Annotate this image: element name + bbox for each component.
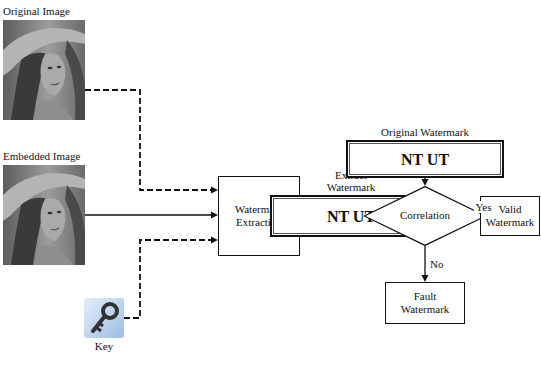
node-label: Valid Watermark: [486, 203, 535, 229]
edge-label: No: [429, 258, 444, 270]
arrow-head: [211, 187, 218, 194]
arrow-head: [422, 179, 429, 186]
key-icon: [84, 298, 124, 338]
image-node: Embedded Image: [3, 165, 85, 265]
connector: [124, 237, 218, 319]
connector-line: [85, 90, 212, 190]
node-label: Fault Watermark: [391, 290, 459, 316]
connector: [85, 90, 218, 194]
connector-line: [124, 240, 212, 318]
connector: [422, 246, 429, 282]
node-heading: Embedded Image: [3, 150, 80, 163]
node-label: Correlation: [400, 209, 450, 222]
node-heading: Key: [95, 340, 113, 353]
embedded-image-picture: [3, 165, 85, 265]
arrow-head: [211, 212, 218, 219]
connector: [422, 178, 429, 186]
result-box: Fault Watermark: [385, 282, 465, 324]
watermark-letters: NT UT: [348, 152, 502, 167]
arrow-head: [422, 275, 429, 282]
key-node: Key: [84, 298, 124, 338]
connector-line: [85, 214, 212, 215]
node-heading: Original Image: [3, 5, 70, 18]
watermark-icon: Original WatermarkNT UT: [346, 140, 504, 178]
connector-line: [424, 246, 425, 276]
image-node: Original Image: [3, 20, 85, 120]
connector: [85, 212, 218, 219]
node-heading: Original Watermark: [381, 126, 469, 139]
arrow-head: [211, 237, 218, 244]
decision-diamond: Correlation: [363, 186, 487, 246]
edge-label: Yes: [474, 201, 492, 213]
original-image-picture: [3, 20, 85, 120]
